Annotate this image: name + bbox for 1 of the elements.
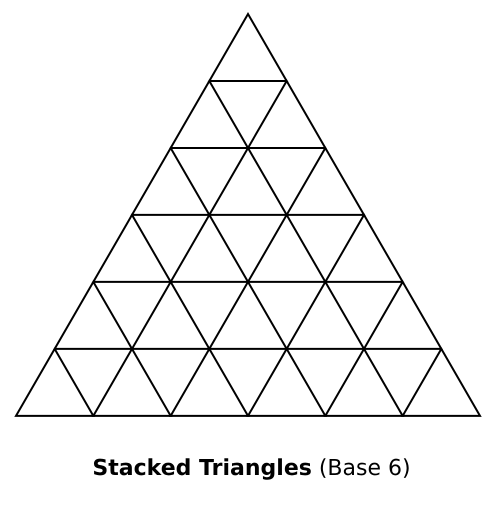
figure-caption: Stacked Triangles (Base 6) (92, 456, 411, 481)
